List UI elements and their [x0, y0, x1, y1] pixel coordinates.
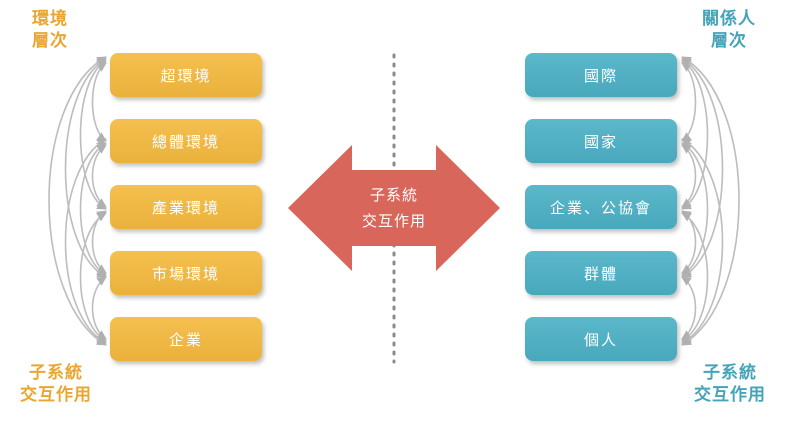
right-box-nation: 國家: [525, 119, 677, 163]
right-arc: [681, 212, 709, 342]
right-arc: [681, 142, 709, 276]
right-arc: [681, 56, 740, 346]
double-arrow-shape: [288, 145, 500, 271]
right-box-enterprise-association: 企業、公協會: [525, 185, 677, 229]
left-box-industry-environment: 產業環境: [110, 185, 262, 229]
left-bottom-label-line: 子系統: [29, 363, 83, 383]
left-arc: [91, 62, 107, 142]
right-arc: [681, 58, 724, 278]
left-top-label-line: 環境: [32, 9, 68, 29]
left-box-enterprise: 企業: [110, 317, 262, 361]
left-top-label: 環境 層次: [20, 8, 80, 52]
right-box-group: 群體: [525, 251, 677, 295]
left-box-super-environment: 超環境: [110, 53, 262, 97]
double-arrow-label-line: 子系統: [369, 186, 418, 204]
left-box-market-environment: 市場環境: [110, 251, 262, 295]
left-arc: [64, 58, 107, 278]
left-bottom-label-line: 交互作用: [20, 385, 92, 405]
right-top-label-line: 關係人: [702, 9, 756, 29]
right-bottom-label-line: 子系統: [703, 363, 757, 383]
right-arc: [681, 62, 697, 142]
right-arc: [681, 60, 709, 210]
right-box-international: 國際: [525, 53, 677, 97]
right-connectors: [681, 56, 740, 346]
right-top-label: 關係人 層次: [684, 8, 774, 52]
left-top-label-line: 層次: [32, 31, 68, 51]
right-bottom-label-line: 交互作用: [694, 385, 766, 405]
left-arc: [79, 142, 107, 276]
double-arrow-label-line: 交互作用: [361, 212, 426, 230]
left-arc: [64, 138, 107, 344]
left-arc: [79, 212, 107, 342]
right-top-label-line: 層次: [711, 31, 747, 51]
double-arrow-label: 子系統 交互作用: [344, 182, 444, 234]
left-arc: [79, 60, 107, 210]
left-bottom-label: 子系統 交互作用: [6, 362, 106, 406]
left-arc: [48, 56, 107, 346]
right-box-individual: 個人: [525, 317, 677, 361]
right-arc: [681, 138, 724, 344]
left-connectors: [48, 56, 107, 346]
right-bottom-label: 子系統 交互作用: [680, 362, 780, 406]
left-box-macro-environment: 總體環境: [110, 119, 262, 163]
